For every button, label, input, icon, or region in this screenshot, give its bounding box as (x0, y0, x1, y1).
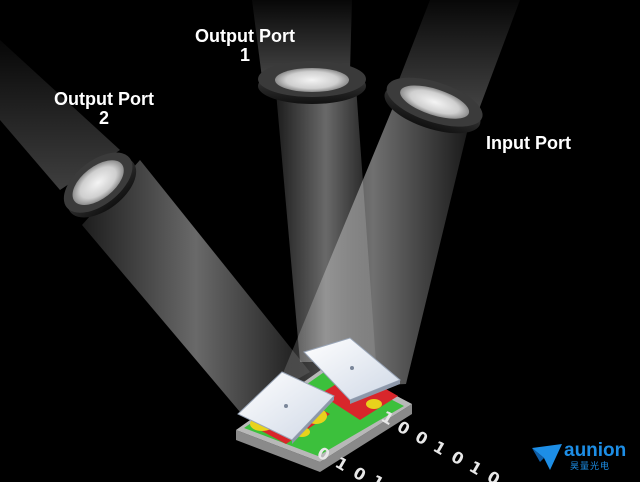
bit-digit: 0 (484, 467, 503, 482)
input-port-beam-lower (276, 100, 470, 390)
bit-digit: 1 (466, 457, 485, 479)
output-port-1-lens (258, 61, 366, 104)
aunion-logo: aunion 昊量光电 (530, 440, 635, 476)
bit-digit: 0 (412, 427, 431, 449)
input-port-lens (384, 77, 483, 134)
bit-digit: 0 (448, 447, 467, 469)
output-port-2-label: Output Port 2 (42, 90, 166, 128)
micromirror-right (303, 337, 401, 404)
output-port-1-beam-upper (252, 0, 352, 78)
bit-digit: 1 (368, 471, 387, 482)
output-port-2-beam-lower (82, 160, 310, 412)
bit-digit: 0 (350, 463, 369, 482)
bit-digit: 1 (430, 437, 449, 459)
output-port-2-label-line2: 2 (98, 108, 109, 128)
output-port-2-label-line1: Output Port (54, 89, 154, 109)
input-port-label: Input Port (486, 133, 571, 153)
output-port-1-label-line1: Output Port (195, 26, 295, 46)
aunion-logo-word: aunion (564, 440, 627, 461)
micromirror-left (237, 371, 335, 444)
output-port-1-label-line2: 1 (239, 45, 250, 65)
circuit-yellow-4 (366, 399, 382, 409)
chip-base-side (236, 404, 412, 472)
output-port-2-beam-upper (0, 40, 120, 190)
output-port-2-lens (63, 152, 137, 218)
output-port-1-label: Output Port 1 (185, 27, 305, 65)
aunion-logo-mark-icon (532, 444, 562, 470)
aunion-logo-subtitle: 昊量光电 (570, 462, 611, 472)
